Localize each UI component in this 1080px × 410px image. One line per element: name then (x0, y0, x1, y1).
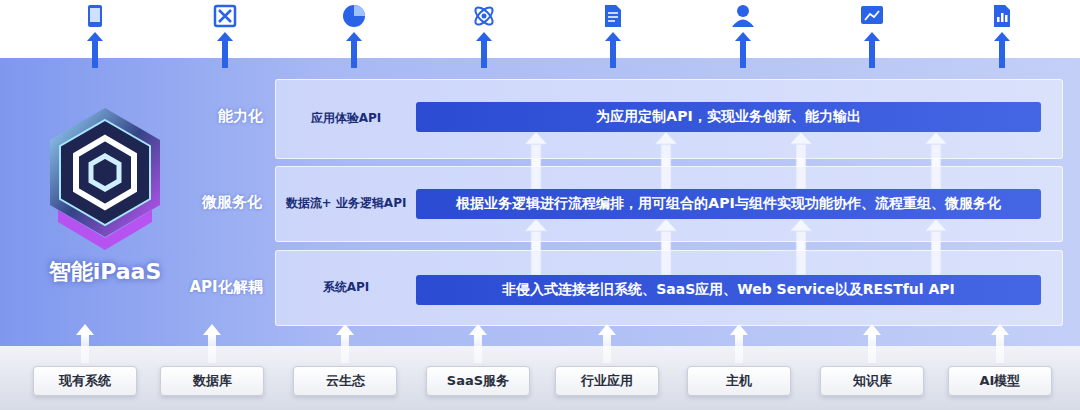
source-box: 行业应用 (555, 366, 659, 396)
layer-description: 为应用定制API，实现业务创新、能力输出 (596, 108, 860, 126)
layer-description-bar: 非侵入式连接老旧系统、SaaS应用、Web Service以及RESTful A… (416, 275, 1041, 305)
layer-name: 数据流+ 业务逻辑API (276, 195, 416, 212)
product-title: 智能iPaaS (49, 257, 162, 287)
layer-description-bar: 为应用定制API，实现业务创新、能力输出 (416, 102, 1041, 132)
source-name: 主机 (726, 372, 752, 390)
source-name: 云生态 (326, 372, 365, 390)
source-box: 主机 (687, 366, 791, 396)
source-box: 数据库 (160, 366, 264, 396)
source-name: 知识库 (853, 372, 892, 390)
layer-description: 非侵入式连接老旧系统、SaaS应用、Web Service以及RESTful A… (502, 281, 955, 299)
layer-description-bar: 根据业务逻辑进行流程编排，用可组合的API与组件实现功能协作、流程重组、微服务化 (416, 189, 1041, 219)
source-name: 行业应用 (581, 372, 633, 390)
source-box: AI模型 (948, 366, 1052, 396)
source-box: 现有系统 (33, 366, 137, 396)
source-name: SaaS服务 (447, 372, 509, 390)
row-label: 能力化 (218, 107, 263, 126)
api-layer-band: 系统API 非侵入式连接老旧系统、SaaS应用、Web Service以及REST… (275, 250, 1063, 326)
source-name: AI模型 (980, 372, 1021, 390)
api-layer-band: 应用体验API 为应用定制API，实现业务创新、能力输出 (275, 79, 1063, 159)
input-arrows (76, 324, 1009, 363)
source-name: 数据库 (193, 372, 232, 390)
row-label: API化解耦 (189, 278, 262, 297)
output-icons (87, 5, 1010, 68)
api-layer-band: 数据流+ 业务逻辑API 根据业务逻辑进行流程编排，用可组合的API与组件实现功能… (275, 166, 1063, 242)
row-label: 微服务化 (202, 193, 262, 212)
source-box: 知识库 (820, 366, 924, 396)
source-floor (0, 346, 1080, 410)
ipaas-logo (50, 108, 160, 250)
layer-description: 根据业务逻辑进行流程编排，用可组合的API与组件实现功能协作、流程重组、微服务化 (456, 195, 1000, 213)
source-box: SaaS服务 (426, 366, 530, 396)
layer-name: 系统API (276, 279, 416, 296)
layer-name: 应用体验API (276, 110, 416, 127)
main-panel (0, 58, 1080, 348)
source-name: 现有系统 (59, 372, 111, 390)
source-box: 云生态 (293, 366, 397, 396)
